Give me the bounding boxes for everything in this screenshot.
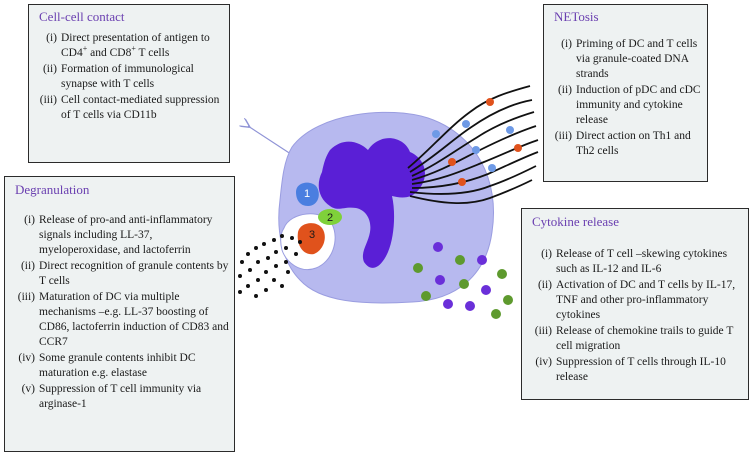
item-text: Cell contact-mediated suppression of T c… <box>61 94 220 121</box>
released-granule-dots <box>238 234 302 298</box>
item-number: (iv) <box>18 352 35 364</box>
item-number: (v) <box>21 383 35 395</box>
item-number: (i) <box>46 32 57 44</box>
item-text: Maturation of DC via multiple mechanisms… <box>39 291 229 348</box>
item-number: (iii) <box>534 325 552 337</box>
list-item: (ii) Induction of pDC and cDC immunity a… <box>548 83 704 128</box>
item-number: (i) <box>541 248 552 260</box>
item-number: (iii) <box>554 130 572 142</box>
cytokine-particles <box>413 242 513 319</box>
list-item: (ii) Activation of DC and T cells by IL-… <box>524 278 744 323</box>
item-number: (i) <box>24 214 35 226</box>
list-item: (ii) Direct recognition of granule conte… <box>7 259 231 289</box>
item-text: Release of T cell –skewing cytokines suc… <box>556 248 728 275</box>
cell-cell-contact-list: (i) Direct presentation of antigen to CD… <box>33 31 225 124</box>
cytokine-release-list: (i) Release of T cell –skewing cytokines… <box>524 247 744 386</box>
list-item: (iii) Maturation of DC via multiple mech… <box>7 290 231 350</box>
list-item: (i) Release of pro-and anti-inflammatory… <box>7 213 231 258</box>
item-text: Direct recognition of granule contents b… <box>39 260 229 287</box>
netosis-title: NETosis <box>554 9 599 24</box>
list-item: (i) Direct presentation of antigen to CD… <box>33 31 225 61</box>
granule-3 <box>297 223 325 255</box>
cell-cell-contact-box: Cell-cell contact (i) Direct presentatio… <box>28 4 230 163</box>
item-number: (iii) <box>17 291 35 303</box>
list-item: (iii) Release of chemokine trails to gui… <box>524 324 744 354</box>
item-text: Induction of pDC and cDC immunity and cy… <box>576 84 701 126</box>
degranulation-title: Degranulation <box>15 182 90 197</box>
item-text: Direct presentation of antigen to CD4+ a… <box>61 32 210 59</box>
cytokine-release-box: Cytokine release (i) Release of T cell –… <box>521 208 749 400</box>
item-number: (ii) <box>557 84 572 96</box>
list-item: (iii) Cell contact-mediated suppression … <box>33 93 225 123</box>
cell-cell-contact-title: Cell-cell contact <box>39 9 125 24</box>
list-item: (iv) Some granule contents inhibit DC ma… <box>7 351 231 381</box>
list-item: (iii) Direct action on Th1 and Th2 cells <box>548 129 704 159</box>
item-text: Suppression of T cell immunity via argin… <box>39 383 202 410</box>
netosis-list: (i) Priming of DC and T cells via granul… <box>548 37 704 160</box>
item-number: (i) <box>561 38 572 50</box>
granule-2 <box>318 209 342 225</box>
nucleus <box>318 138 425 268</box>
granule-1 <box>296 182 319 206</box>
item-text: Some granule contents inhibit DC maturat… <box>39 352 196 379</box>
netosis-box: NETosis (i) Priming of DC and T cells vi… <box>543 4 708 182</box>
cytokine-release-title: Cytokine release <box>532 214 619 229</box>
list-item: (i) Priming of DC and T cells via granul… <box>548 37 704 82</box>
item-text: Activation of DC and T cells by IL-17, T… <box>556 279 736 321</box>
granule-2-label: 2 <box>327 212 333 224</box>
granule-1-label: 1 <box>304 188 310 200</box>
granule-3-label: 3 <box>309 229 315 241</box>
net-granule-beads <box>432 98 522 186</box>
item-text: Formation of immunological synapse with … <box>61 63 194 90</box>
item-number: (iv) <box>535 356 552 368</box>
item-number: (ii) <box>537 279 552 291</box>
list-item: (ii) Formation of immunological synapse … <box>33 62 225 92</box>
degranulation-list: (i) Release of pro-and anti-inflammatory… <box>7 213 231 413</box>
item-number: (ii) <box>42 63 57 75</box>
list-item: (i) Release of T cell –skewing cytokines… <box>524 247 744 277</box>
item-text: Release of chemokine trails to guide T c… <box>556 325 734 352</box>
item-text: Suppression of T cells through IL-10 rel… <box>556 356 726 383</box>
list-item: (v) Suppression of T cell immunity via a… <box>7 382 231 412</box>
item-text: Direct action on Th1 and Th2 cells <box>576 130 691 157</box>
item-text: Priming of DC and T cells via granule-co… <box>576 38 698 80</box>
list-item: (iv) Suppression of T cells through IL-1… <box>524 355 744 385</box>
degranulation-box: Degranulation (i) Release of pro-and ant… <box>4 176 235 452</box>
item-number: (iii) <box>39 94 57 106</box>
item-number: (ii) <box>20 260 35 272</box>
item-text: Release of pro-and anti-inflammatory sig… <box>39 214 213 256</box>
